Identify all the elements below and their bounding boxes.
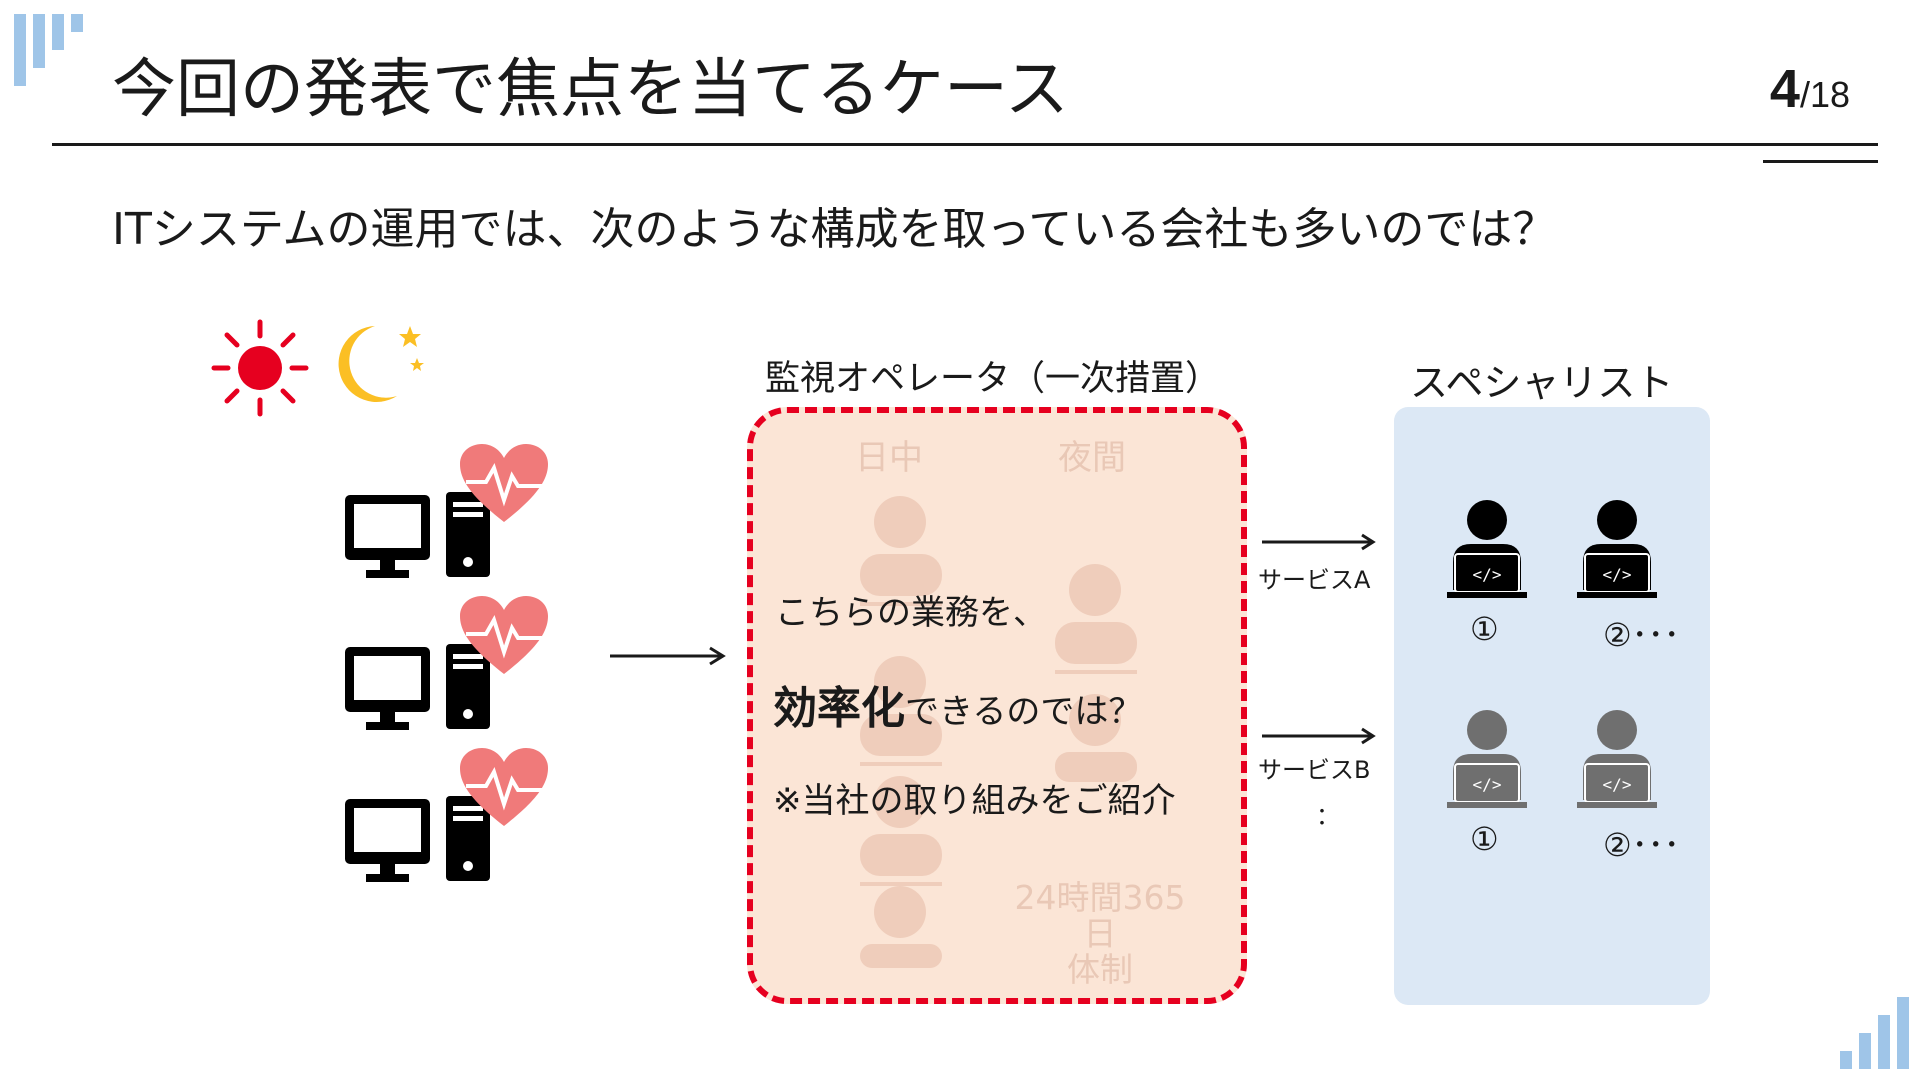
logo-top-left [14, 14, 88, 88]
specialist-label: スペシャリスト [1410, 361, 1674, 405]
operator-night-label: 夜間 [1058, 438, 1126, 478]
operator-box [747, 407, 1247, 1004]
arrow-service-a [1262, 533, 1376, 551]
specialist-a-1: ① [1470, 610, 1499, 648]
monitored-system-3 [340, 744, 560, 894]
arrow-service-b [1262, 727, 1376, 745]
page-number: 4/18 [1770, 58, 1850, 120]
heart-pulse-icon [460, 748, 548, 826]
operator-text-rest: できるのでは？ [905, 692, 1143, 732]
service-b-label: サービスB [1258, 756, 1371, 784]
efficiency-keyword: 効率化 [773, 683, 905, 734]
service-more: ： [1316, 802, 1340, 830]
operator-schedule: 24時間365日 体制 [1000, 880, 1200, 988]
computer-icon [345, 492, 490, 578]
computer-icon [345, 796, 490, 882]
developer-icon: </> [1577, 710, 1657, 808]
operator-text-line2: 効率化できるのでは？ [773, 672, 1142, 736]
operator-label: 監視オペレータ（一次措置） [765, 359, 1221, 399]
moon-stars-icon [338, 326, 424, 402]
developer-icon: </> [1577, 500, 1657, 598]
operator-text-line1: こちらの業務を、 [775, 593, 1047, 633]
monitored-system-1 [340, 440, 560, 590]
subtitle: ITシステムの運用では、次のような構成を取っている会社も多いのでは？ [112, 204, 1557, 255]
arrow-to-operator [610, 646, 726, 666]
operator-day-label: 日中 [855, 438, 923, 478]
monitored-system-2 [340, 592, 560, 742]
specialist-box [1394, 407, 1710, 1005]
slide-title: 今回の発表で焦点を当てるケース [112, 53, 1069, 127]
service-a-label: サービスA [1258, 566, 1371, 594]
svg-text:</>: </> [1603, 775, 1632, 794]
page-current: 4 [1769, 59, 1800, 119]
operator-schedule-line2: 体制 [1067, 950, 1133, 989]
operator-schedule-line1: 24時間365日 [1014, 878, 1186, 953]
heart-pulse-icon [460, 444, 548, 522]
heart-pulse-icon [460, 596, 548, 674]
title-rule-accent [1763, 160, 1878, 163]
computer-icon [345, 644, 490, 730]
operator-headset-icons [860, 496, 1137, 968]
svg-text:</>: </> [1603, 565, 1632, 584]
svg-text:</>: </> [1473, 565, 1502, 584]
specialist-b-2: ②･･･ [1603, 826, 1680, 864]
svg-text:</>: </> [1473, 775, 1502, 794]
specialist-a-2: ②･･･ [1603, 616, 1680, 654]
page-total: /18 [1799, 74, 1850, 115]
developer-icon: </> [1447, 500, 1527, 598]
title-rule [52, 143, 1878, 146]
developer-icon: </> [1447, 710, 1527, 808]
logo-bottom-right [1840, 995, 1914, 1069]
operator-note: ※当社の取り組みをご紹介 [773, 781, 1176, 821]
specialist-b-1: ① [1470, 820, 1499, 858]
sun-icon [211, 319, 309, 417]
